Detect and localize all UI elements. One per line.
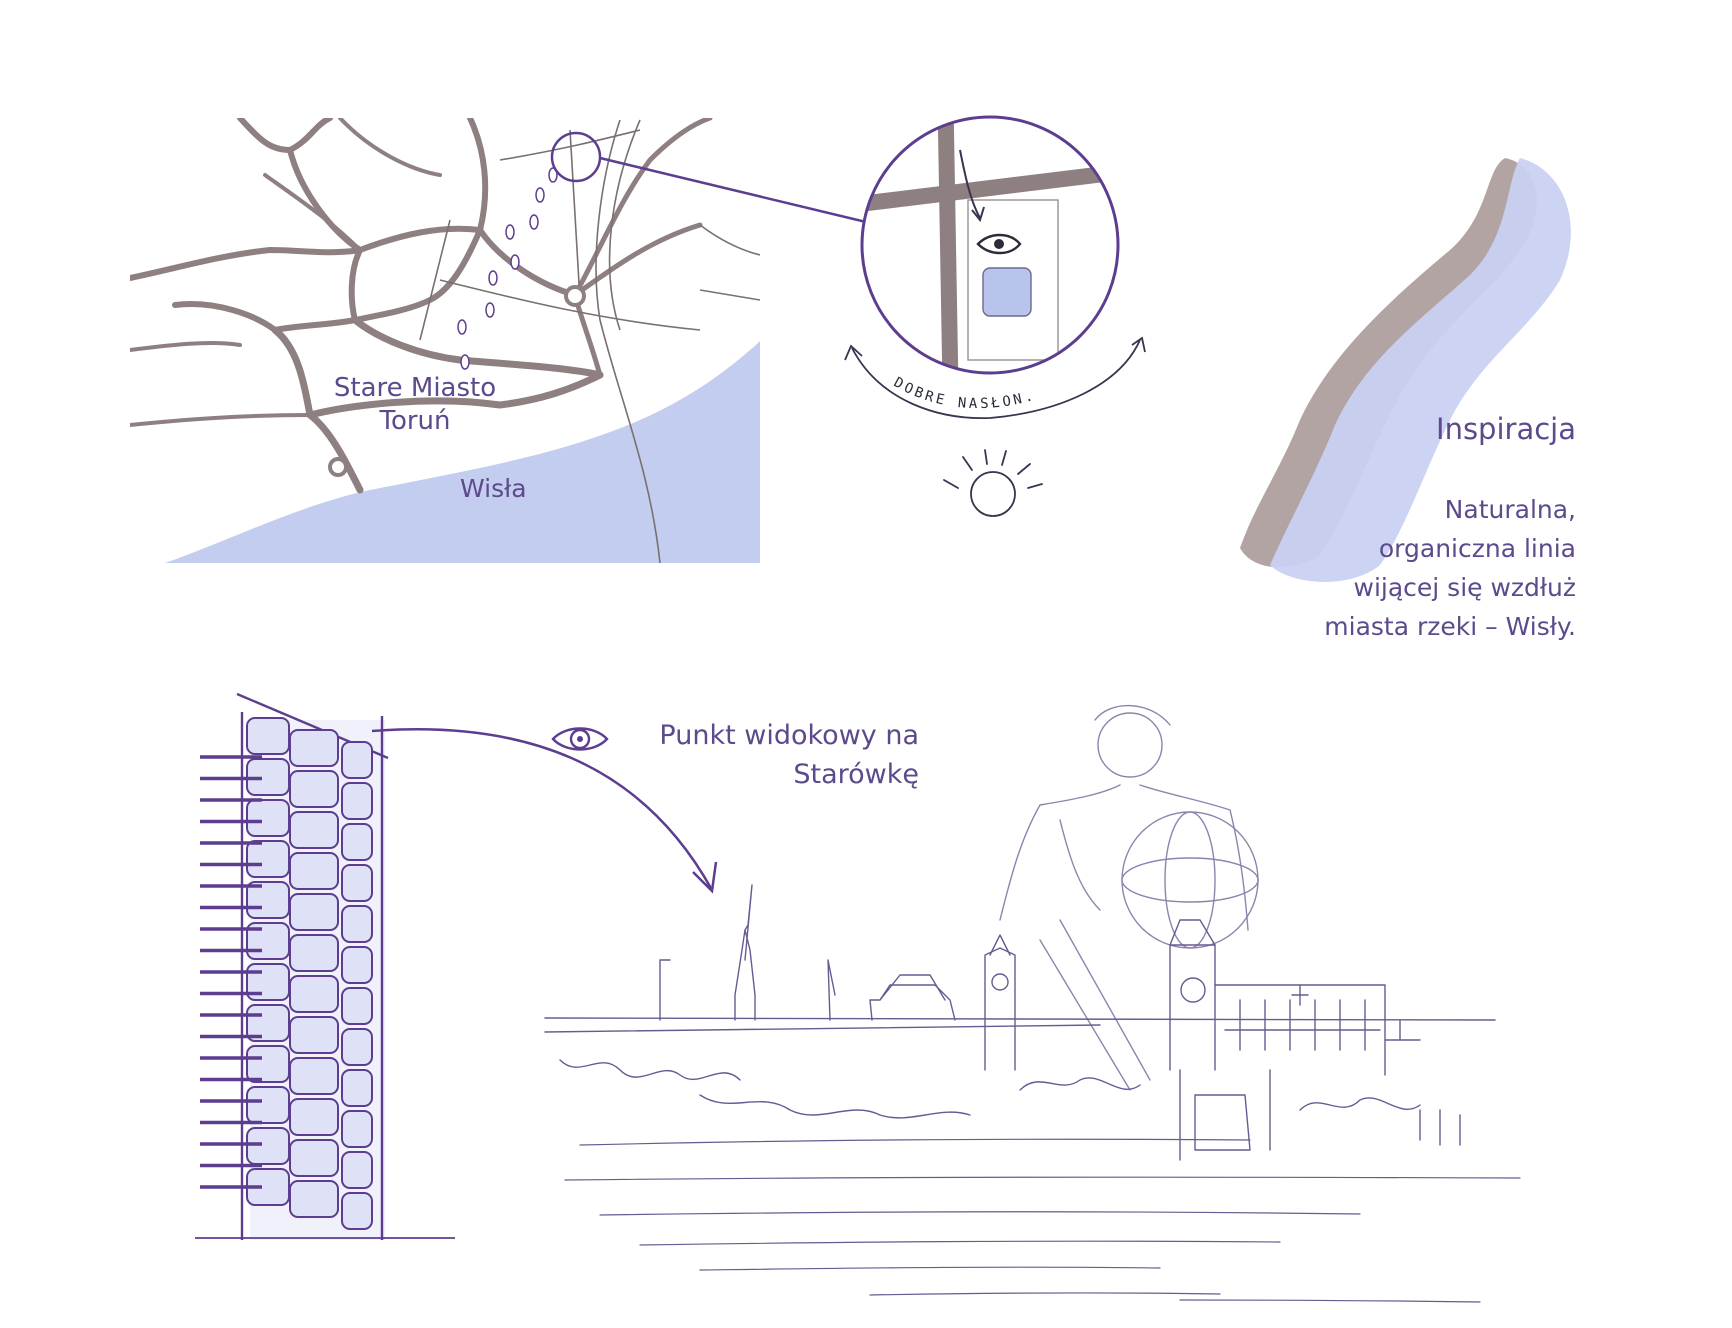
tower-window: [289, 1016, 339, 1054]
arc-label-text: DOBRE NASŁON.: [891, 375, 1035, 413]
tower-window: [341, 987, 373, 1025]
site-detail: DOBRE NASŁON.: [844, 115, 1146, 517]
thin-roads: [419, 119, 760, 563]
tower-window: [289, 770, 339, 808]
river-vistula: [165, 341, 760, 563]
tower-window: [341, 1192, 373, 1230]
parking-icon: [982, 267, 1032, 317]
tower-window: [289, 1057, 339, 1095]
tower-window: [246, 799, 290, 837]
tower-window: [289, 975, 339, 1013]
river-label: Wisła: [460, 474, 527, 503]
tower-window: [246, 1045, 290, 1083]
tower-window: [289, 729, 339, 767]
tower-window: [341, 1110, 373, 1148]
skyline: [544, 884, 1496, 1161]
city-map: [130, 118, 760, 563]
tower-window: [246, 1086, 290, 1124]
view-arc-arrow: [371, 728, 714, 891]
tower-window: [341, 782, 373, 820]
viewpoint-label: Punkt widokowy na Starówkę: [659, 720, 919, 790]
inspiration-title: Inspiracja: [1436, 412, 1576, 446]
roundabout: [328, 457, 348, 477]
sun-icon: [943, 449, 1043, 517]
copernicus-figure: [999, 704, 1259, 1091]
tower-window: [289, 852, 339, 890]
water-strokes: [564, 1138, 1521, 1303]
tower-window: [341, 823, 373, 861]
tower-window: [341, 1028, 373, 1066]
inspiration-text: Naturalna, organiczna linia wijącej się …: [1324, 495, 1576, 641]
tower-balconies: [200, 755, 262, 1189]
tower-window: [341, 1069, 373, 1107]
old-town-skyline-sketch: [544, 704, 1521, 1303]
tower-window: [341, 741, 373, 779]
footprint-path: [457, 167, 558, 370]
roundabout: [564, 285, 586, 307]
tower-window: [289, 893, 339, 931]
view-arrow: [959, 149, 981, 219]
tower-window: [341, 905, 373, 943]
river-inspiration-shape: [1240, 158, 1571, 582]
tower-window: [341, 864, 373, 902]
arc-label: DOBRE NASŁON.: [891, 375, 1038, 413]
tower-window: [289, 1098, 339, 1136]
tower-window: [246, 840, 290, 878]
tower-windows: [246, 717, 373, 1230]
tower-window: [289, 934, 339, 972]
tower-window: [246, 1127, 290, 1165]
tower-window: [341, 946, 373, 984]
detail-circle-frame: [860, 115, 1120, 375]
tower-window: [341, 1151, 373, 1189]
leader-line: [599, 156, 867, 224]
eye-icon: [976, 233, 1022, 255]
tower-elevation: [195, 692, 718, 1240]
sun-arc: [851, 339, 1141, 420]
tower-window: [289, 811, 339, 849]
map-focus-circle: [550, 131, 602, 183]
eye-icon: [551, 727, 609, 751]
tower-window: [246, 717, 290, 755]
tower-window: [289, 1180, 339, 1218]
tower-window: [289, 1139, 339, 1177]
old-town-label: Stare Miasto Toruń: [333, 373, 497, 436]
